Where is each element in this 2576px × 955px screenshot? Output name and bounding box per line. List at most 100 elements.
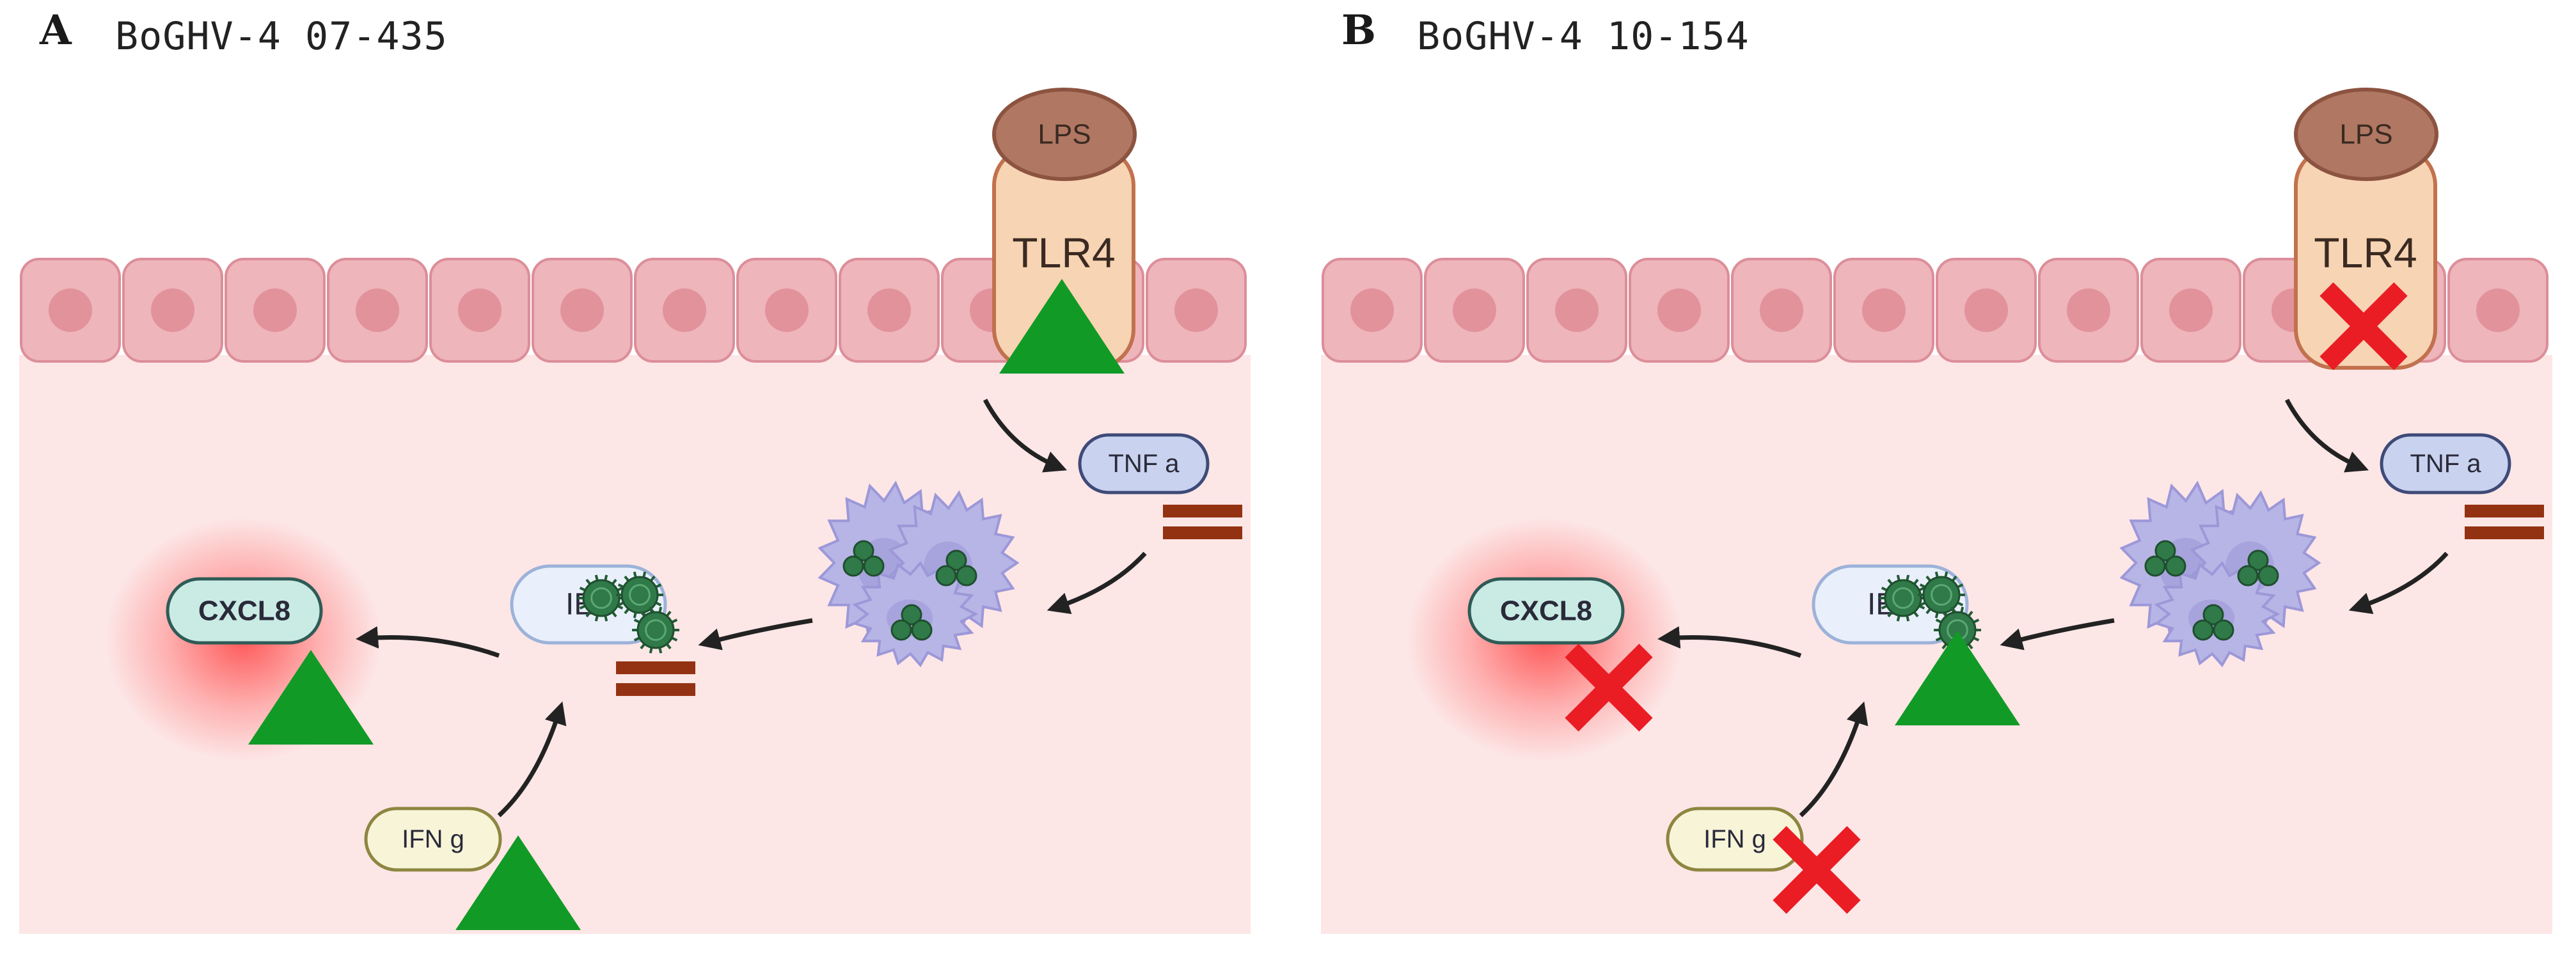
virus-spike <box>604 615 608 622</box>
epithelial-cell-nucleus <box>867 288 911 332</box>
epithelial-cell-nucleus <box>356 288 399 332</box>
virus-spike <box>1906 574 1910 581</box>
epithelial-cell-nucleus <box>2067 288 2110 332</box>
ifn-cross-stroke <box>1773 826 1861 914</box>
epithelial-cell-nucleus <box>1453 288 1496 332</box>
virus-spike <box>1913 611 1919 618</box>
virus-spike <box>1950 606 1955 613</box>
epithelial-cell-nucleus <box>253 288 297 332</box>
virus-spike <box>1918 604 1925 610</box>
arrow-ifn-to-ie2 <box>497 701 567 817</box>
cxcl8-cross-stroke <box>1565 643 1653 732</box>
virus-spike <box>1919 601 1926 606</box>
virus-spike <box>1941 610 1948 617</box>
virion <box>2154 540 2176 562</box>
virion-cluster <box>935 549 977 587</box>
ie2-equal-bar <box>616 683 695 696</box>
virus-spike <box>1967 643 1973 650</box>
virus-spike <box>1934 612 1939 619</box>
virus-spike <box>594 615 599 622</box>
virus-spike <box>671 636 678 642</box>
virus-capsid <box>1922 576 1961 614</box>
panel-b-title: BoGHV-4 10-154 <box>1417 14 1750 59</box>
epithelial-cell-nucleus <box>2169 288 2213 332</box>
arrow-tlr4-to-tnf <box>983 399 1067 473</box>
ifn-label: IFN g <box>402 825 464 853</box>
virus-spike <box>649 606 653 613</box>
virus-spike <box>604 574 608 581</box>
cxcl8-label: CXCL8 <box>198 596 290 627</box>
epithelial-cell-nucleus <box>1760 288 1803 332</box>
virus-spike <box>1925 575 1932 582</box>
panel-a-title: BoGHV-4 07-435 <box>115 14 448 59</box>
virion <box>890 619 912 641</box>
tnf-equal-bar <box>2465 526 2544 539</box>
virion <box>2165 555 2186 577</box>
tlr4-label: TLR4 <box>1012 229 1115 276</box>
virion <box>911 619 933 641</box>
epithelial-cell-nucleus <box>663 288 706 332</box>
virus-spike <box>1919 583 1926 588</box>
lps-label: LPS <box>1038 119 1091 150</box>
virus-spike <box>1944 571 1948 578</box>
virion <box>2257 565 2279 587</box>
virion <box>2192 619 2214 641</box>
lps-label: LPS <box>2339 119 2392 150</box>
tnf-unchanged-equal-icon <box>2465 505 2544 539</box>
arrow-tlr4-to-tnf <box>2284 399 2369 473</box>
tnf-equal-bar <box>1163 505 1242 517</box>
tnf-label: TNF a <box>2410 450 2481 478</box>
virus-spike <box>1941 643 1948 650</box>
virus-particle-icon <box>1918 571 1965 619</box>
epithelial-cell-nucleus <box>2476 288 2520 332</box>
tlr4-increase-triangle-icon <box>999 279 1125 374</box>
virus-spike <box>1887 611 1893 618</box>
virus-core <box>629 584 651 606</box>
ifn-node <box>364 807 502 872</box>
virus-spike <box>1957 583 1964 588</box>
epithelial-cell-nucleus <box>1657 288 1701 332</box>
tnf-node <box>2380 433 2511 494</box>
arrow-macrophage-to-ie2 <box>698 618 813 651</box>
virus-capsid <box>636 611 675 649</box>
virus-spike <box>1918 587 1925 592</box>
cxcl8-absent-cross-icon <box>1565 643 1653 732</box>
virus-particle-icon <box>632 606 679 654</box>
virus-particle-icon <box>578 574 625 622</box>
virion <box>2237 565 2259 587</box>
virus-spike <box>1925 608 1932 615</box>
virus-core <box>1931 584 1952 606</box>
virion <box>945 549 967 571</box>
virion <box>935 565 957 587</box>
virion <box>2144 555 2166 577</box>
tnf-unchanged-equal-icon <box>1163 505 1242 539</box>
cxcl8-node <box>166 577 323 645</box>
virus-capsid <box>1884 579 1922 617</box>
virus-spike <box>1887 578 1893 585</box>
virion-cluster <box>890 604 933 641</box>
virus-spike <box>1896 574 1900 581</box>
epithelial-cell-nucleus <box>1350 288 1394 332</box>
virion <box>901 604 922 626</box>
virus-spike <box>642 571 647 578</box>
virus-spike <box>1957 601 1964 606</box>
virus-spike <box>1896 615 1900 622</box>
arrow-tnf-to-macrophage <box>2348 551 2449 614</box>
virion <box>853 540 874 562</box>
virus-spike <box>1881 587 1888 592</box>
virion <box>2213 619 2234 641</box>
epithelial-cell-nucleus <box>1964 288 2008 332</box>
virion <box>842 555 864 577</box>
tlr4-absent-cross-icon <box>2319 282 2408 370</box>
tlr4-cross-stroke <box>2319 282 2408 370</box>
virus-spike <box>1881 604 1888 610</box>
tnf-node <box>1078 433 1210 494</box>
epithelial-cell-nucleus <box>458 288 502 332</box>
epithelial-cell-nucleus <box>1174 288 1218 332</box>
virus-core <box>645 619 667 641</box>
virus-spike <box>1973 636 1980 642</box>
virus-spike <box>655 583 662 588</box>
tlr4-label: TLR4 <box>2314 229 2417 276</box>
